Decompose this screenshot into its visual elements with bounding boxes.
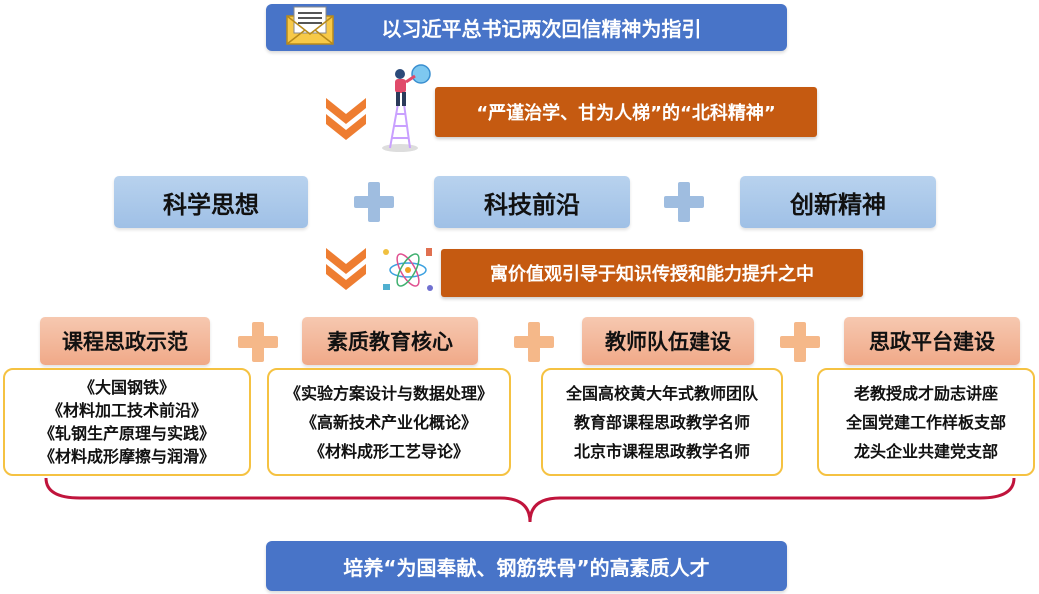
column-header-platform: 思政平台建设 — [844, 317, 1020, 365]
column-title: 思政平台建设 — [869, 330, 995, 354]
column-header-faculty: 教师队伍建设 — [582, 317, 754, 365]
list-item: 全国高校黄大年式教师团队 — [565, 383, 758, 403]
envelope-icon — [286, 6, 334, 45]
top-banner-text: 以习近平总书记两次回信精神为指引 — [381, 17, 702, 41]
content-box-faculty: 全国高校黄大年式教师团队 教育部课程思政教学名师 北京市课程思政教学名师 — [541, 368, 783, 476]
content-box-course: 《大国钢铁》 《材料加工技术前沿》 《轧钢生产原理与实践》 《材料成形摩擦与润滑… — [3, 368, 251, 476]
spirit-banner: “严谨治学、甘为人梯”的“北科精神” — [435, 87, 817, 137]
list-item: 《大国钢铁》 — [78, 378, 175, 397]
column-title: 教师队伍建设 — [605, 330, 731, 354]
curly-brace — [44, 477, 1016, 523]
list-item: 《材料加工技术前沿》 — [46, 401, 207, 420]
ladder-person-icon — [382, 64, 431, 152]
plus-icon — [238, 322, 278, 362]
content-box-platform: 老教授成才励志讲座 全国党建工作样板支部 龙头企业共建党支部 — [817, 368, 1035, 476]
chevron-down-icon — [326, 98, 366, 140]
list-item: 《高新技术产业化概论》 — [300, 412, 477, 432]
plus-icon — [780, 322, 820, 362]
list-item: 龙头企业共建党支部 — [853, 441, 998, 461]
concept-science-thought: 科学思想 — [114, 176, 308, 228]
plus-icon — [514, 322, 554, 362]
chevron-down-icon — [326, 248, 366, 290]
concept-innovation: 创新精神 — [740, 176, 936, 228]
column-header-course: 课程思政示范 — [40, 317, 210, 365]
content-box-quality: 《实验方案设计与数据处理》 《高新技术产业化概论》 《材料成形工艺导论》 — [267, 368, 511, 476]
list-item: 《实验方案设计与数据处理》 — [284, 383, 493, 403]
concept-label: 科学思想 — [163, 190, 259, 219]
list-item: 北京市课程思政教学名师 — [573, 441, 750, 461]
bottom-banner-text: 培养“为国奉献、钢筋铁骨”的高素质人才 — [343, 555, 710, 580]
list-item: 全国党建工作样板支部 — [845, 412, 1006, 432]
column-title: 课程思政示范 — [62, 330, 188, 354]
list-item: 教育部课程思政教学名师 — [573, 412, 750, 432]
list-item: 《材料成形摩擦与润滑》 — [38, 447, 215, 466]
concept-label: 创新精神 — [790, 190, 886, 219]
list-item: 《轧钢生产原理与实践》 — [38, 424, 215, 443]
top-banner: 以习近平总书记两次回信精神为指引 — [266, 4, 787, 51]
list-item: 《材料成形工艺导论》 — [308, 441, 469, 461]
plus-icon — [354, 182, 394, 222]
column-header-quality: 素质教育核心 — [302, 317, 478, 365]
list-item: 老教授成才励志讲座 — [853, 383, 998, 403]
value-banner-text: 寓价值观引导于知识传授和能力提升之中 — [490, 264, 814, 285]
spirit-banner-text: “严谨治学、甘为人梯”的“北科精神” — [476, 103, 776, 124]
concept-label: 科技前沿 — [484, 190, 580, 219]
column-title: 素质教育核心 — [327, 330, 453, 354]
concept-tech-frontier: 科技前沿 — [434, 176, 630, 228]
plus-icon — [664, 182, 704, 222]
science-icon — [383, 248, 433, 291]
bottom-banner: 培养“为国奉献、钢筋铁骨”的高素质人才 — [266, 541, 787, 591]
value-banner: 寓价值观引导于知识传授和能力提升之中 — [441, 249, 863, 297]
